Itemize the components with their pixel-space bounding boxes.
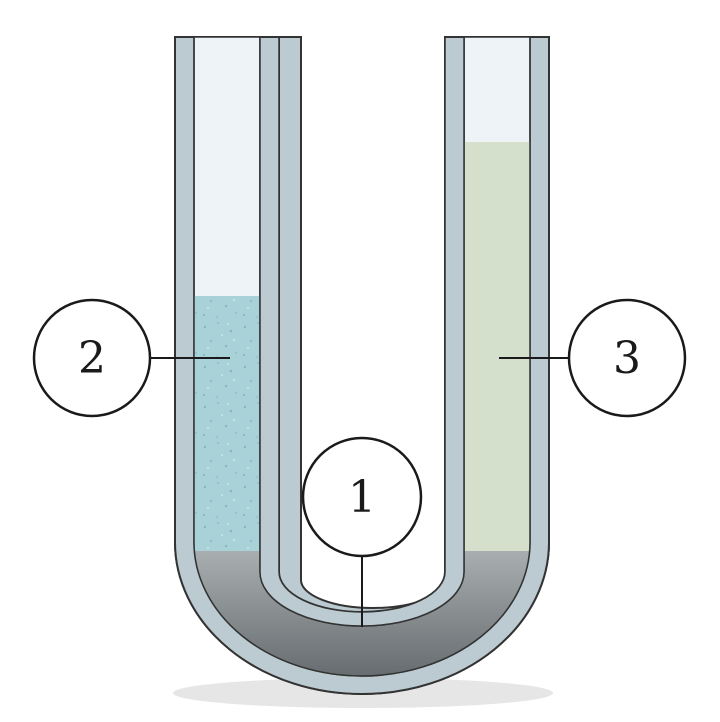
u-tube-inner-wall — [259, 36, 465, 627]
callout-1: 1 — [301, 436, 423, 558]
callout-2-label: 2 — [78, 333, 106, 384]
callout-3-circle — [567, 298, 687, 418]
liquid-left-column — [194, 296, 260, 552]
callout-1-label: 1 — [348, 472, 376, 523]
callout-2-circle — [32, 298, 152, 418]
callout-2: 2 — [32, 298, 152, 418]
callout-1-circle — [301, 436, 423, 558]
callout-3: 3 — [567, 298, 687, 418]
callout-3-label: 3 — [613, 333, 641, 384]
liquid-right-column — [464, 142, 530, 552]
